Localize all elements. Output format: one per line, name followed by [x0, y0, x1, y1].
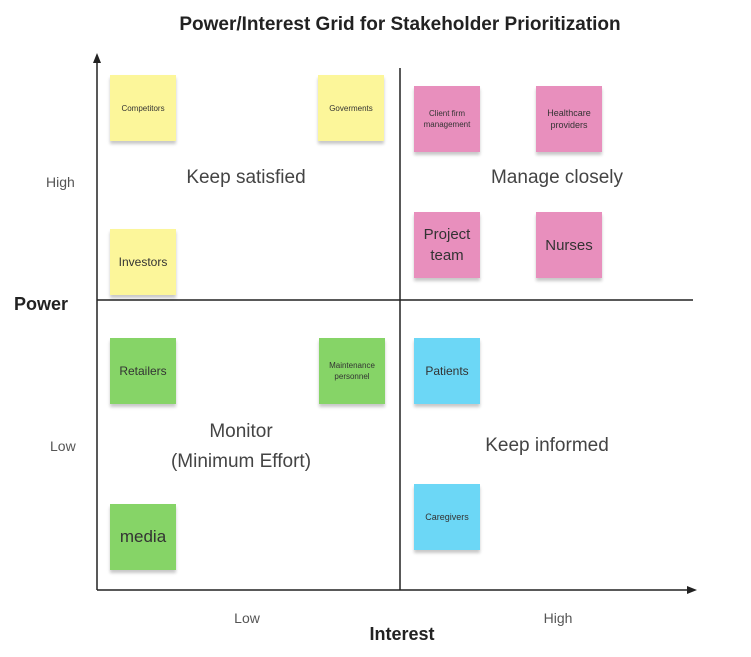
sticky-note-investors[interactable]: Investors [110, 229, 176, 295]
y-tick-high: High [46, 174, 75, 190]
quadrant-monitor-line2: (Minimum Effort) [170, 451, 312, 472]
quadrant-monitor: Monitor (Minimum Effort) [136, 417, 346, 477]
y-tick-low: Low [50, 438, 76, 454]
sticky-note-competitors[interactable]: Competitors [110, 75, 176, 141]
sticky-note-project-team[interactable]: Project team [414, 212, 480, 278]
x-tick-low: Low [234, 610, 260, 626]
sticky-note-caregivers[interactable]: Caregivers [414, 484, 480, 550]
quadrant-monitor-line1: Monitor [209, 421, 273, 442]
diagram-title: Power/Interest Grid for Stakeholder Prio… [179, 14, 621, 35]
sticky-note-governments[interactable]: Goverments [318, 75, 384, 141]
sticky-note-healthcare-providers[interactable]: Healthcare providers [536, 86, 602, 152]
x-tick-high: High [543, 610, 573, 626]
quadrant-manage-closely: Manage closely [490, 167, 624, 188]
y-axis-label: Power [14, 294, 69, 314]
x-axis-label: Interest [369, 624, 435, 644]
sticky-note-client-firm-management[interactable]: Client firm management [414, 86, 480, 152]
sticky-note-maintenance-personnel[interactable]: Maintenance personnel [319, 338, 385, 404]
sticky-note-retailers[interactable]: Retailers [110, 338, 176, 404]
sticky-note-media[interactable]: media [110, 504, 176, 570]
x-axis-arrowhead [687, 586, 697, 594]
sticky-note-nurses[interactable]: Nurses [536, 212, 602, 278]
y-axis-arrowhead [93, 53, 101, 63]
quadrant-keep-informed: Keep informed [485, 435, 609, 456]
sticky-note-patients[interactable]: Patients [414, 338, 480, 404]
quadrant-keep-satisfied: Keep satisfied [186, 167, 306, 188]
